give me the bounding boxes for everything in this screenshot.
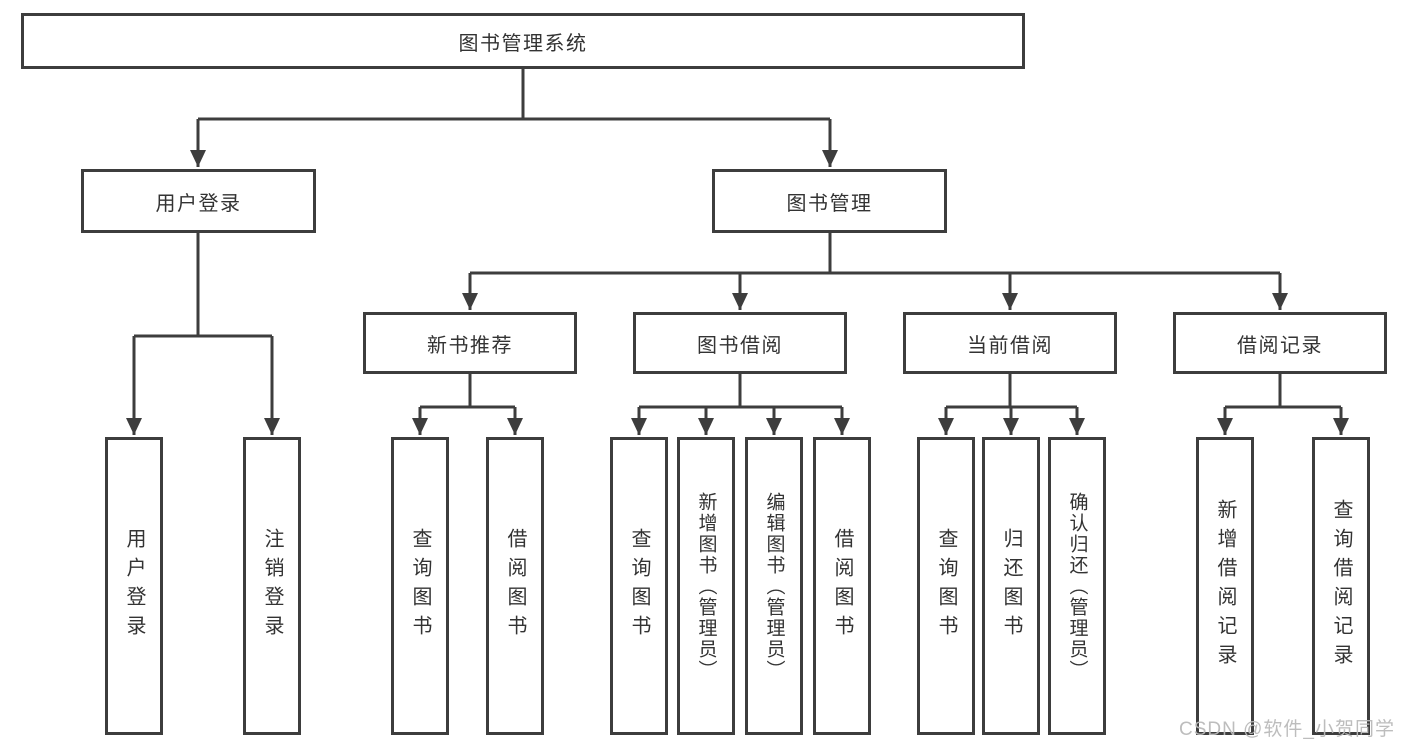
leaf-return-books: 归还图书 (982, 437, 1040, 735)
leaf-edit-books-admin-label: 编辑图书（管理员） (763, 491, 785, 681)
leaf-query-books-recommend: 查询图书 (391, 437, 449, 735)
leaf-logout-label: 注销登录 (261, 528, 283, 644)
leaf-query-books-recommend-label: 查询图书 (409, 528, 431, 644)
node-root: 图书管理系统 (21, 13, 1025, 69)
leaf-query-borrow-record: 查询借阅记录 (1312, 437, 1370, 735)
leaf-add-books-admin-label: 新增图书（管理员） (695, 491, 717, 681)
leaf-query-borrow-record-label: 查询借阅记录 (1330, 499, 1352, 673)
leaf-query-books-current: 查询图书 (917, 437, 975, 735)
leaf-user-login-label: 用户登录 (123, 528, 145, 644)
leaf-confirm-return-admin-label: 确认归还（管理员） (1066, 491, 1088, 681)
node-user-login-label: 用户登录 (155, 192, 242, 215)
leaf-confirm-return-admin: 确认归还（管理员） (1048, 437, 1106, 735)
leaf-return-books-label: 归还图书 (1000, 528, 1022, 644)
node-book-management: 图书管理 (712, 169, 947, 233)
leaf-query-books-borrowing-label: 查询图书 (628, 528, 650, 644)
leaf-borrow-books-recommend: 借阅图书 (486, 437, 544, 735)
node-book-borrowing-label: 图书借阅 (697, 334, 783, 357)
node-user-login: 用户登录 (81, 169, 316, 233)
node-borrowing-records: 借阅记录 (1173, 312, 1387, 374)
leaf-add-borrow-record-label: 新增借阅记录 (1214, 499, 1236, 673)
node-current-borrowing: 当前借阅 (903, 312, 1117, 374)
node-borrowing-records-label: 借阅记录 (1237, 334, 1323, 357)
node-current-borrowing-label: 当前借阅 (967, 334, 1053, 357)
leaf-logout: 注销登录 (243, 437, 301, 735)
leaf-user-login: 用户登录 (105, 437, 163, 735)
node-root-label: 图书管理系统 (458, 32, 588, 55)
leaf-add-borrow-record: 新增借阅记录 (1196, 437, 1254, 735)
leaf-borrow-books-borrowing: 借阅图书 (813, 437, 871, 735)
leaf-edit-books-admin: 编辑图书（管理员） (745, 437, 803, 735)
leaf-query-books-borrowing: 查询图书 (610, 437, 668, 735)
leaf-borrow-books-recommend-label: 借阅图书 (504, 528, 526, 644)
leaf-borrow-books-borrowing-label: 借阅图书 (831, 528, 853, 644)
node-book-borrowing: 图书借阅 (633, 312, 847, 374)
node-new-book-recommend-label: 新书推荐 (427, 334, 513, 357)
node-new-book-recommend: 新书推荐 (363, 312, 577, 374)
leaf-add-books-admin: 新增图书（管理员） (677, 437, 735, 735)
node-book-management-label: 图书管理 (786, 192, 873, 215)
leaf-query-books-current-label: 查询图书 (935, 528, 957, 644)
watermark: CSDN @软件_小贺同学 (1179, 719, 1395, 740)
